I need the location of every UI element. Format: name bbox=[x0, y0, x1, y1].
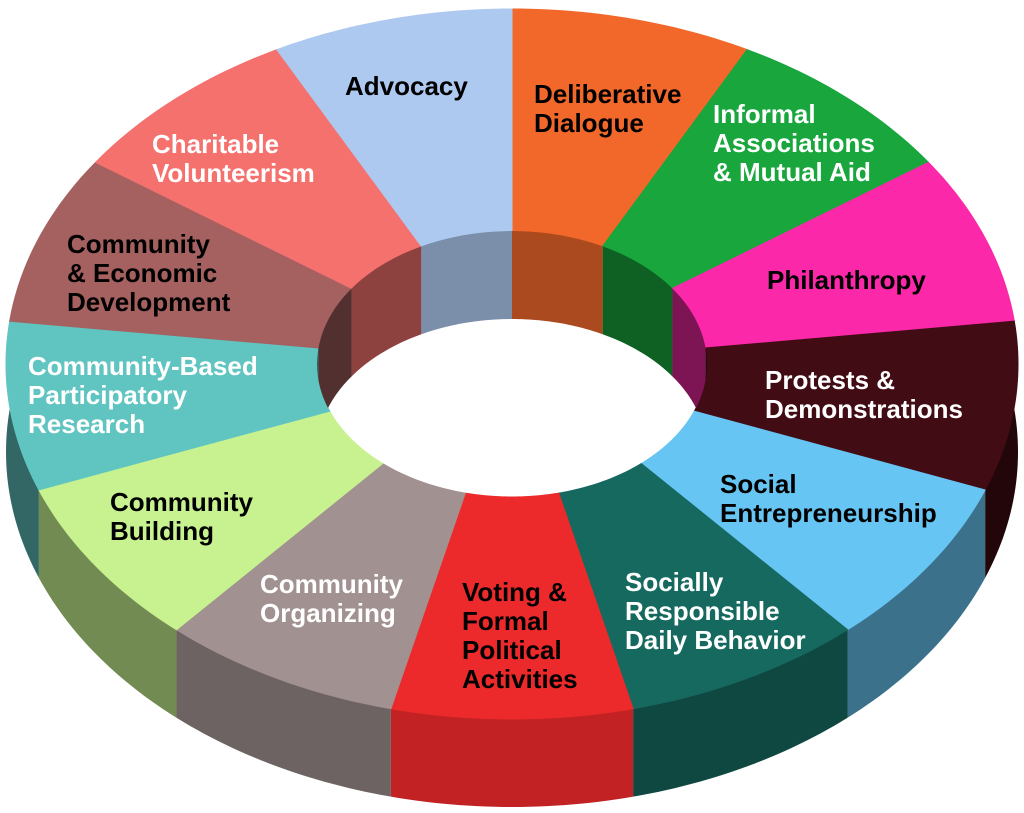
slice-wall-voting-formal-political-activities bbox=[390, 708, 634, 807]
top-surface bbox=[5, 8, 1019, 720]
slice-wall-community-building bbox=[38, 489, 177, 718]
inner-wall-advocacy bbox=[421, 231, 512, 335]
slice-wall-protests-demonstrations bbox=[985, 321, 1018, 578]
inner-wall-informal-associations-mutual-aid bbox=[602, 246, 673, 377]
slice-wall-community-organizing bbox=[176, 629, 391, 797]
inner-wall-philanthropy bbox=[672, 288, 706, 436]
inner-wall-charitable-volunteerism bbox=[351, 246, 422, 377]
inner-wall-deliberative-dialogue bbox=[512, 231, 603, 335]
inner-wall-community-economic-development bbox=[318, 288, 352, 436]
slice-wall-social-entrepreneurship bbox=[847, 489, 986, 718]
slice-wall-socially-responsible-daily-behavior bbox=[633, 629, 848, 797]
inner-walls bbox=[317, 231, 707, 452]
slice-wall-community-based-participatory-research bbox=[6, 321, 39, 578]
